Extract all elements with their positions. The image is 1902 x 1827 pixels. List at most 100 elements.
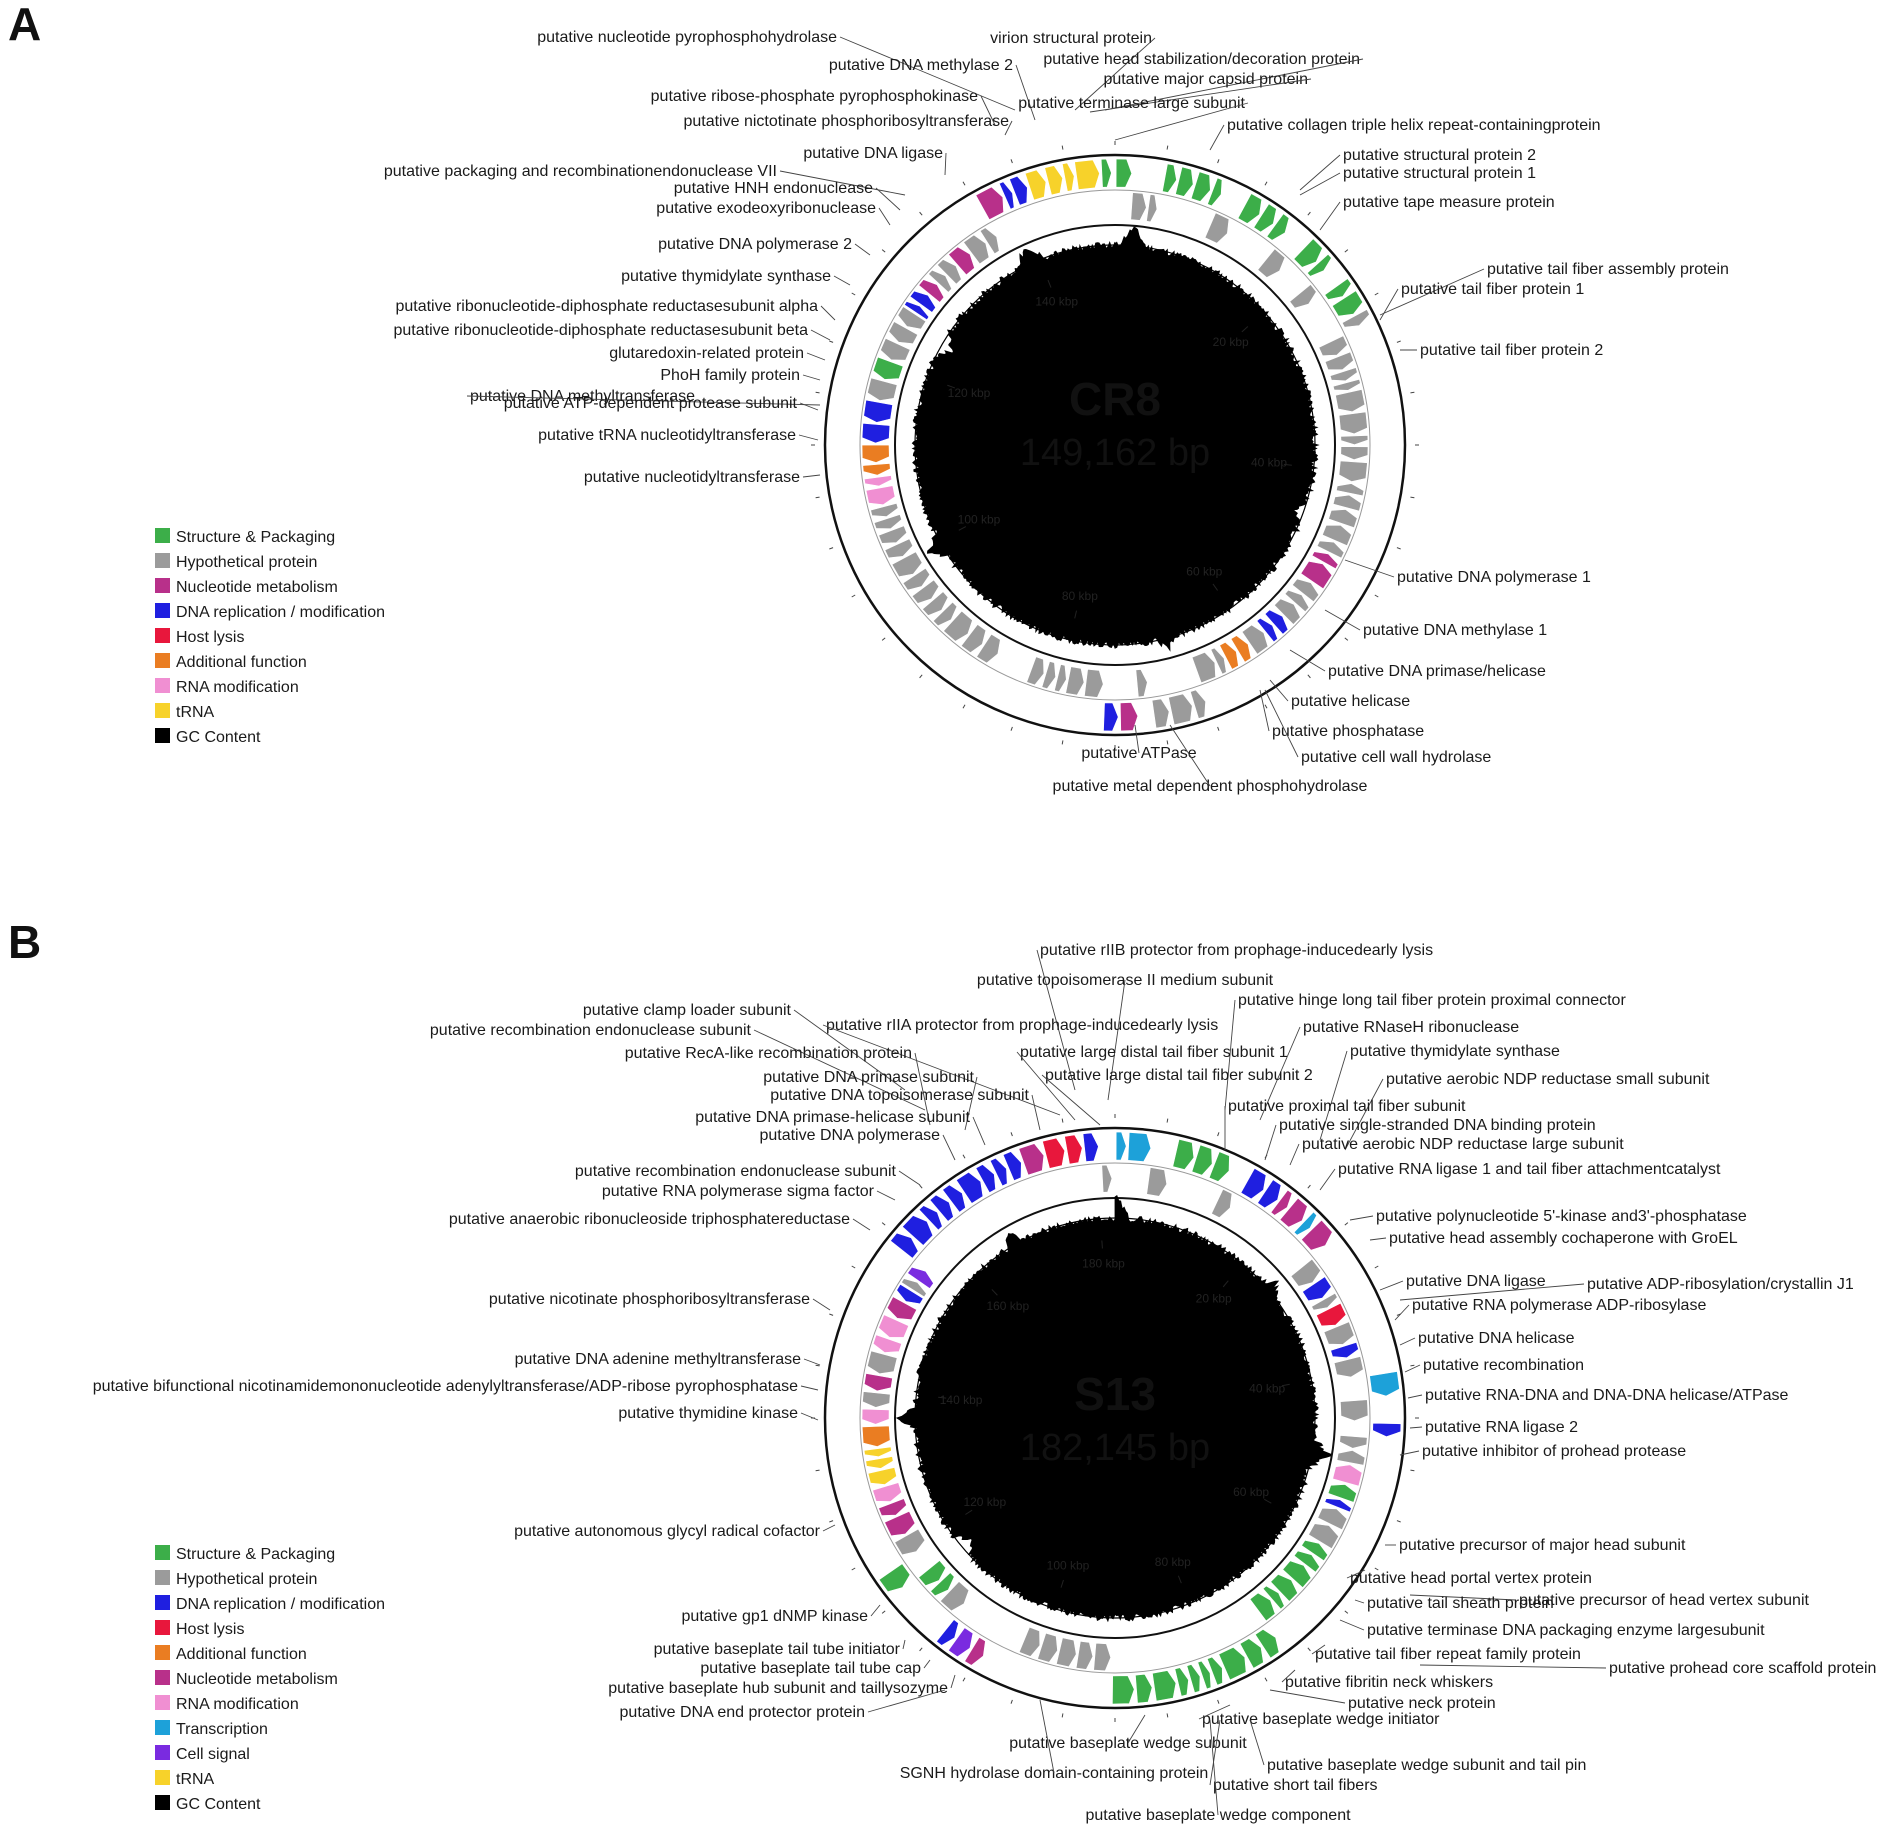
legend-swatch [155,678,170,693]
gene-label: putative tail fiber protein 1 [1379,281,1584,321]
legend-item: tRNA [155,703,215,721]
legend-label: Additional function [176,654,307,671]
kbp-tick-label: 120 kbp [948,386,991,400]
gene-label: putative DNA methyltransferase [466,388,821,406]
outer-tick [1217,726,1220,731]
leader-line [870,1604,881,1617]
gene-arrow [1218,1646,1247,1681]
gene-label: putative structural protein 1 [1299,165,1536,196]
gc-content-track [895,1194,1332,1623]
gene-label-text: putative structural protein 2 [1343,147,1536,164]
gene-label-text: putative inhibitor of prohead protease [1422,1443,1686,1460]
genome-size: 182,145 bp [1020,1427,1210,1469]
gene-label: putative neck protein [1269,1689,1496,1712]
gene-label-text: putative helicase [1291,693,1410,710]
outer-tick [1374,292,1379,296]
gene-arrow [884,538,914,559]
legend-swatch [155,628,170,643]
leader-line [876,1190,896,1201]
kbp-tick-label: 60 kbp [1233,1485,1269,1499]
leader-line [1259,1026,1301,1121]
gene-arrow [942,1184,966,1213]
leader-line [1344,559,1395,578]
leader-line [1379,1280,1404,1291]
outer-tick [851,1567,856,1571]
gene-label-text: putative packaging and recombinationendo… [384,163,777,180]
legend-item: Transcription [155,1720,268,1738]
gene-arrow [1018,1626,1041,1657]
gc-baseline [914,244,1316,646]
leader-line [793,1009,906,1091]
legend-item: Host lysis [155,628,244,646]
gene-label-text: putative nictotinate phosphoribosyltrans… [683,113,1009,130]
leader-line [820,305,836,321]
gene-arrow [1112,1675,1135,1705]
outer-tick [1344,249,1349,253]
gene-label-text: putative DNA methylase 1 [1363,622,1547,639]
gene-arrow [1300,560,1333,590]
gene-label-text: putative large distal tail fiber subunit… [1020,1044,1288,1061]
leader-line [1289,1143,1300,1166]
leader-line [914,1052,931,1126]
gene-arrow [1207,177,1223,207]
leader-line [1379,268,1485,316]
gene-label: putative terminase large subunit [1018,95,1249,141]
gene-arrow [1237,193,1263,224]
leader-line [1264,1124,1277,1161]
gene-label-text: putative ribonucleotide-diphosphate redu… [393,322,808,339]
leader-line [1209,124,1225,151]
gene-label-text: putative DNA adenine methyltransferase [515,1351,801,1368]
legend-label: Structure & Packaging [176,1546,335,1563]
gene-arrow [1270,1189,1293,1216]
gene-arrow [867,377,898,401]
gene-label: putative ribonucleotide-diphosphate redu… [395,298,836,321]
outer-tick [962,1154,966,1159]
legend-swatch [155,1770,170,1785]
leader-line [902,1639,906,1650]
leader-line [964,1076,978,1131]
gene-arrow [1340,435,1369,445]
gene-arrow [900,1278,927,1298]
gene-arrow [1327,1484,1357,1503]
gene-arrow [1284,589,1310,613]
leader-line [1339,1619,1365,1631]
legend-label: tRNA [176,1771,215,1788]
gene-arrow [872,356,904,380]
leader-line [1016,1051,1076,1121]
gene-arrow [1249,1592,1276,1622]
gene-arrow [1074,159,1100,190]
gene-arrow [1336,1450,1366,1466]
gene-label: putative recombination [1404,1357,1584,1374]
gene-label: putative thymidylate synthase [1319,1043,1560,1141]
legend-label: DNA replication / modification [176,1596,385,1613]
gene-label-text: putative rIIA protector from prophage-in… [826,1017,1218,1034]
leader-line [1089,78,1312,113]
legend-item: tRNA [155,1770,215,1788]
gene-label-text: putative RNaseH ribonuclease [1303,1019,1519,1036]
gene-label: putative topoisomerase II medium subunit [977,972,1274,1101]
gene-label-text: putative recombination endonuclease subu… [430,1022,752,1039]
gene-arrow [1211,1188,1233,1218]
legend-item: DNA replication / modification [155,603,385,621]
gene-label-text: putative RNA ligase 2 [1425,1419,1578,1436]
gene-label-text: putative exodeoxyribonuclease [656,200,876,217]
gene-label-text: putative baseplate tail tube cap [700,1660,921,1677]
gene-arrow [1340,446,1369,461]
gene-arrow [1191,1144,1213,1176]
leader-line [1407,1394,1423,1399]
kbp-tick-label: 40 kbp [1249,1382,1285,1396]
gene-label: putative ATP-dependent protease subunit [504,395,819,412]
leader-line [867,1689,946,1713]
kbp-tick-mark [1283,463,1292,466]
gc-content-trace [911,226,1320,652]
outer-tick [881,637,886,641]
gene-label: putative nucleotide pyrophosphohydrolase [537,29,1016,111]
gene-track-guide [859,1162,1371,1674]
outer-tick [815,496,820,499]
gene-label: putative autonomous glycyl radical cofac… [514,1523,836,1540]
gene-arrow [1037,1632,1058,1663]
gene-label-text: putative ribonucleotide-diphosphate redu… [395,298,818,315]
gene-arrow [1329,367,1358,382]
gene-arrow [1172,1138,1195,1170]
gene-label: PhoH family protein [660,367,821,384]
